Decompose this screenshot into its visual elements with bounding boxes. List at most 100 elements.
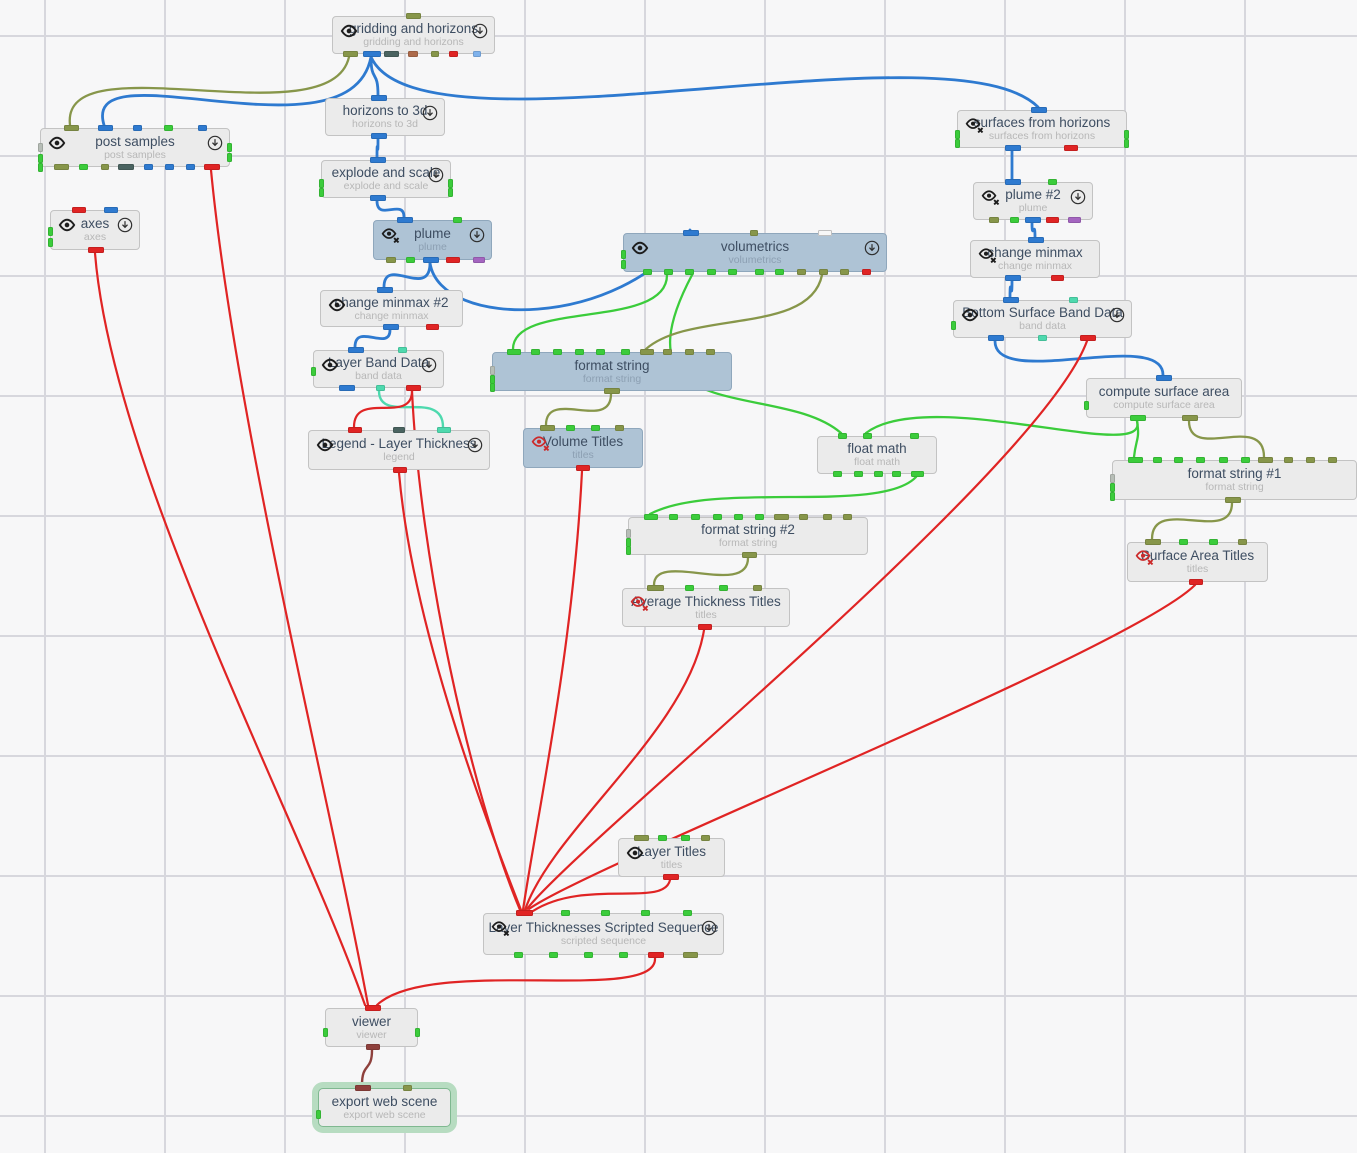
visibility-off-icon[interactable] bbox=[531, 436, 550, 452]
port-light_blue[interactable] bbox=[473, 51, 481, 57]
edge-viewer-to-export-web-scene[interactable] bbox=[360, 1048, 374, 1087]
port-green[interactable] bbox=[774, 269, 784, 275]
port-blue[interactable] bbox=[164, 164, 174, 170]
port-olive[interactable] bbox=[773, 514, 789, 520]
edge-gridding-and-horizons-to-post-samples[interactable] bbox=[101, 55, 373, 127]
port-blue[interactable] bbox=[988, 335, 1004, 341]
port-maroon[interactable] bbox=[366, 1044, 380, 1050]
edge-volumetrics-to-format-string[interactable] bbox=[511, 273, 669, 351]
visibility-on-icon[interactable] bbox=[961, 308, 979, 324]
port-red[interactable] bbox=[446, 257, 460, 263]
port-green[interactable] bbox=[951, 321, 956, 330]
visibility-on-icon[interactable] bbox=[316, 438, 334, 454]
visibility-off-icon[interactable] bbox=[965, 118, 984, 134]
port-blue[interactable] bbox=[1005, 145, 1021, 151]
edge-gridding-and-horizons-to-post-samples[interactable] bbox=[68, 55, 351, 127]
visibility-off-icon[interactable] bbox=[491, 921, 510, 937]
port-olive[interactable] bbox=[1305, 457, 1315, 463]
port-olive[interactable] bbox=[539, 425, 555, 431]
port-green[interactable] bbox=[1110, 483, 1115, 492]
port-olive[interactable] bbox=[662, 349, 672, 355]
visibility-on-icon[interactable] bbox=[631, 241, 649, 257]
visibility-off-icon[interactable] bbox=[978, 248, 997, 264]
edge-format-string-1-to-surface-area-titles[interactable] bbox=[1150, 501, 1234, 541]
port-red[interactable] bbox=[698, 624, 712, 630]
port-green[interactable] bbox=[1240, 457, 1250, 463]
port-blue[interactable] bbox=[383, 324, 399, 330]
port-olive[interactable] bbox=[752, 585, 762, 591]
port-blue[interactable] bbox=[377, 287, 393, 293]
edge-change-minmax-2-to-layer-band-data[interactable] bbox=[353, 328, 392, 349]
edge-compute-surface-area-to-float-math[interactable] bbox=[864, 415, 1139, 436]
visibility-on-icon[interactable] bbox=[321, 358, 339, 374]
port-blue[interactable] bbox=[397, 217, 413, 223]
port-maroon[interactable] bbox=[355, 1085, 371, 1091]
port-olive[interactable] bbox=[818, 269, 828, 275]
port-green[interactable] bbox=[490, 375, 495, 384]
port-purple[interactable] bbox=[1067, 217, 1081, 223]
port-blue[interactable] bbox=[339, 385, 355, 391]
port-purple[interactable] bbox=[473, 257, 485, 263]
port-green[interactable] bbox=[452, 217, 462, 223]
port-green[interactable] bbox=[690, 514, 700, 520]
port-olive[interactable] bbox=[646, 585, 664, 591]
port-green[interactable] bbox=[163, 125, 173, 131]
port-green[interactable] bbox=[78, 164, 88, 170]
port-olive[interactable] bbox=[839, 269, 849, 275]
port-blue[interactable] bbox=[423, 257, 439, 263]
port-olive[interactable] bbox=[796, 269, 806, 275]
port-green[interactable] bbox=[513, 952, 523, 958]
port-olive[interactable] bbox=[386, 257, 396, 263]
port-green[interactable] bbox=[626, 538, 631, 547]
port-green[interactable] bbox=[1208, 539, 1218, 545]
port-green[interactable] bbox=[682, 910, 692, 916]
port-green[interactable] bbox=[590, 425, 600, 431]
edge-change-minmax-to-bottom-surface-band-data[interactable] bbox=[1008, 279, 1014, 299]
port-green[interactable] bbox=[621, 250, 626, 259]
port-green[interactable] bbox=[227, 153, 232, 162]
port-olive[interactable] bbox=[1327, 457, 1337, 463]
port-green[interactable] bbox=[1009, 217, 1019, 223]
port-green[interactable] bbox=[1130, 415, 1146, 421]
port-red[interactable] bbox=[1045, 217, 1059, 223]
port-green[interactable] bbox=[680, 835, 690, 841]
port-green[interactable] bbox=[1110, 492, 1115, 501]
edge-surface-area-titles-to-layer-thicknesses-scripted-sequence[interactable] bbox=[527, 583, 1197, 911]
port-red[interactable] bbox=[88, 247, 104, 253]
edge-compute-surface-area-to-format-string-1[interactable] bbox=[1132, 419, 1140, 459]
edge-volumetrics-to-float-math[interactable] bbox=[668, 273, 843, 435]
port-blue[interactable] bbox=[104, 207, 118, 213]
download-icon[interactable] bbox=[1109, 307, 1125, 323]
port-green[interactable] bbox=[712, 514, 722, 520]
port-red[interactable] bbox=[861, 269, 871, 275]
port-red[interactable] bbox=[1064, 145, 1078, 151]
port-green[interactable] bbox=[574, 349, 584, 355]
edge-layer-thicknesses-scripted-sequence-to-viewer[interactable] bbox=[375, 956, 657, 1007]
port-green[interactable] bbox=[618, 952, 628, 958]
edge-gridding-and-horizons-to-surfaces-from-horizons[interactable] bbox=[369, 55, 1040, 109]
edge-layer-band-data-to-legend-layer-thickness[interactable] bbox=[352, 389, 414, 429]
port-green[interactable] bbox=[490, 383, 495, 392]
port-green[interactable] bbox=[1124, 139, 1129, 148]
port-teal[interactable] bbox=[1068, 297, 1078, 303]
download-icon[interactable] bbox=[421, 357, 437, 373]
port-green[interactable] bbox=[657, 835, 667, 841]
port-gray[interactable] bbox=[626, 529, 631, 538]
edge-format-string-2-to-average-thickness-titles[interactable] bbox=[652, 556, 750, 587]
edge-legend-layer-thickness-to-layer-thicknesses-scripted-sequence[interactable] bbox=[397, 471, 523, 912]
port-olive[interactable] bbox=[989, 217, 999, 223]
port-green[interactable] bbox=[620, 349, 630, 355]
port-olive[interactable] bbox=[705, 349, 715, 355]
